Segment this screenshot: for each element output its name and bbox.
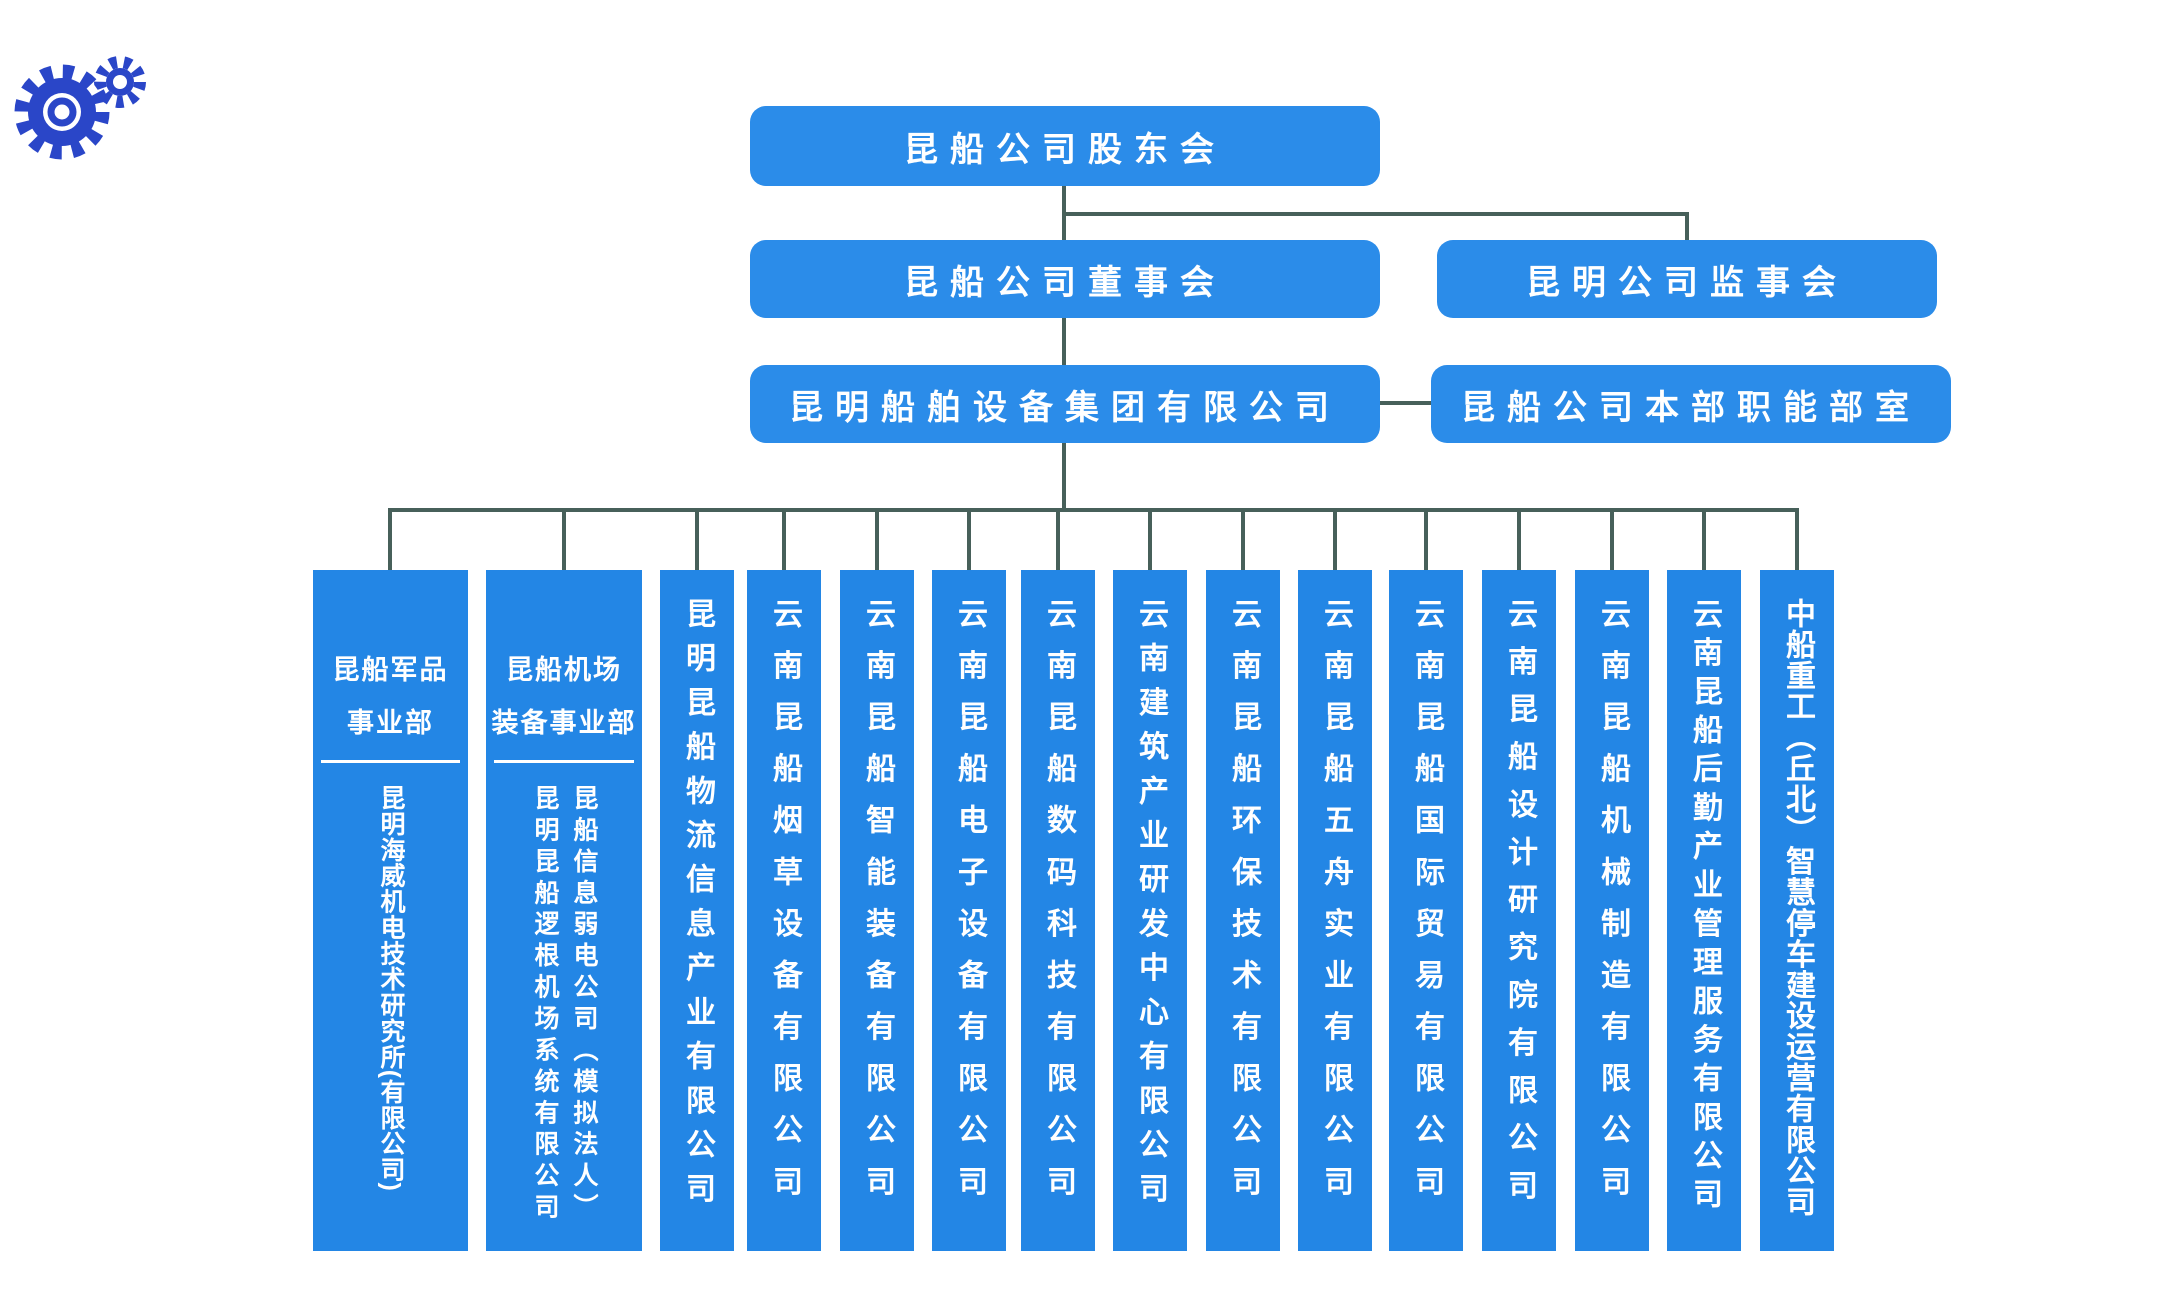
division-header: 昆船军品 事业部 xyxy=(313,570,468,760)
node-group-company-label: 昆明船舶设备集团有限公司 xyxy=(789,388,1341,427)
subsidiary-name: 昆明昆船物流信息产业有限公司 xyxy=(681,598,714,1217)
subsidiary-name: 云南昆船数码科技有限公司 xyxy=(1042,598,1075,1217)
connector-stub-11 xyxy=(1424,508,1428,572)
connector-bus-horizontal xyxy=(388,508,1799,512)
subsidiary-column: 云南昆船国际贸易有限公司 xyxy=(1389,570,1463,1251)
node-supervisory: 昆明公司监事会 xyxy=(1437,240,1937,318)
division-header-line1: 昆船军品 xyxy=(332,655,449,685)
division-header-line2: 事业部 xyxy=(347,708,434,738)
connector-stub-8 xyxy=(1148,508,1152,572)
subsidiary-column: 云南昆船机械制造有限公司 xyxy=(1575,570,1649,1251)
node-shareholders: 昆船公司股东会 xyxy=(750,106,1380,186)
connector-stub-7 xyxy=(1056,508,1060,572)
connector-stub-9 xyxy=(1241,508,1245,572)
subsidiary-column: 云南昆船智能装备有限公司 xyxy=(840,570,914,1251)
division-body: 昆明海威机电技术研究所(有限公司) xyxy=(313,763,468,1251)
connector-group-hq xyxy=(1380,401,1433,405)
subsidiary-column: 云南昆船五舟实业有限公司 xyxy=(1298,570,1372,1251)
subsidiary-name: 云南昆船机械制造有限公司 xyxy=(1596,598,1629,1217)
subsidiary-column: 云南昆船电子设备有限公司 xyxy=(932,570,1006,1251)
connector-group-bus xyxy=(1062,441,1066,510)
subsidiary-name: 云南昆船智能装备有限公司 xyxy=(861,598,894,1217)
subsidiary-name: 中船重工（丘北）智慧停车建设运营有限公司 xyxy=(1781,598,1814,1217)
subsidiary-column: 云南昆船数码科技有限公司 xyxy=(1021,570,1095,1251)
subsidiary-column: 云南昆船烟草设备有限公司 xyxy=(747,570,821,1251)
division-company-name: 昆明昆船逻根机场系统有限公司 xyxy=(531,785,559,1225)
division-column-airport: 昆船机场 装备事业部 昆明昆船逻根机场系统有限公司 昆船信息弱电公司（模拟法人） xyxy=(486,570,642,1251)
subsidiary-name: 云南昆船设计研究院有限公司 xyxy=(1503,598,1536,1217)
division-header-line1: 昆船机场 xyxy=(506,655,622,685)
connector-stub-14 xyxy=(1702,508,1706,572)
connector-supervisory-drop xyxy=(1685,212,1689,242)
subsidiary-name: 云南昆船国际贸易有限公司 xyxy=(1410,598,1443,1217)
division-column-military: 昆船军品 事业部 昆明海威机电技术研究所(有限公司) xyxy=(313,570,468,1251)
subsidiary-name: 云南建筑产业研发中心有限公司 xyxy=(1134,598,1167,1217)
node-group-company: 昆明船舶设备集团有限公司 xyxy=(750,365,1380,443)
subsidiary-name: 云南昆船后勤产业管理服务有限公司 xyxy=(1688,598,1721,1217)
subsidiary-column: 云南昆船环保技术有限公司 xyxy=(1206,570,1280,1251)
connector-stub-4 xyxy=(782,508,786,572)
division-header: 昆船机场 装备事业部 xyxy=(486,570,642,760)
subsidiary-name: 云南昆船五舟实业有限公司 xyxy=(1319,598,1352,1217)
node-supervisory-label: 昆明公司监事会 xyxy=(1526,263,1848,302)
division-body: 昆明昆船逻根机场系统有限公司 昆船信息弱电公司（模拟法人） xyxy=(486,763,642,1251)
connector-stub-2 xyxy=(562,508,566,572)
connector-stub-6 xyxy=(967,508,971,572)
subsidiary-column: 昆明昆船物流信息产业有限公司 xyxy=(660,570,734,1251)
subsidiary-column: 云南昆船设计研究院有限公司 xyxy=(1482,570,1556,1251)
connector-stub-10 xyxy=(1333,508,1337,572)
subsidiary-name: 云南昆船环保技术有限公司 xyxy=(1227,598,1260,1217)
division-company-name: 昆明海威机电技术研究所(有限公司) xyxy=(377,785,405,1192)
node-shareholders-label: 昆船公司股东会 xyxy=(904,130,1226,169)
node-board-label: 昆船公司董事会 xyxy=(904,263,1226,302)
gears-icon xyxy=(14,56,146,160)
subsidiary-column: 云南昆船后勤产业管理服务有限公司 xyxy=(1667,570,1741,1251)
subsidiary-name: 云南昆船电子设备有限公司 xyxy=(953,598,986,1217)
division-header-line2: 装备事业部 xyxy=(491,708,637,738)
divider-line xyxy=(321,760,460,763)
connector-stub-3 xyxy=(695,508,699,572)
connector-stub-12 xyxy=(1517,508,1521,572)
connector-board-group xyxy=(1062,316,1066,367)
connector-stub-15 xyxy=(1795,508,1799,572)
division-company-name: 昆船信息弱电公司（模拟法人） xyxy=(570,785,598,1225)
subsidiary-name: 云南昆船烟草设备有限公司 xyxy=(768,598,801,1217)
node-board: 昆船公司董事会 xyxy=(750,240,1380,318)
connector-stub-1 xyxy=(388,508,392,572)
node-hq-departments: 昆船公司本部职能部室 xyxy=(1431,365,1951,443)
subsidiary-column: 中船重工（丘北）智慧停车建设运营有限公司 xyxy=(1760,570,1834,1251)
divider-line xyxy=(494,760,634,763)
subsidiary-column: 云南建筑产业研发中心有限公司 xyxy=(1113,570,1187,1251)
node-hq-departments-label: 昆船公司本部职能部室 xyxy=(1461,388,1921,427)
connector-branch-horizontal xyxy=(1062,212,1689,216)
connector-stub-13 xyxy=(1610,508,1614,572)
connector-stub-5 xyxy=(875,508,879,572)
